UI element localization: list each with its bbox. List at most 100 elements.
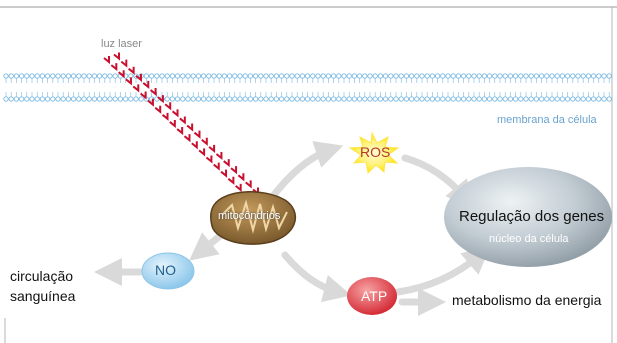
lipid-head — [575, 73, 581, 79]
laser-chevron — [208, 144, 216, 153]
lipid-head — [336, 96, 342, 102]
lipid-head — [148, 73, 155, 79]
laser-chevron — [230, 166, 238, 175]
no-node — [141, 252, 195, 290]
lipid-head — [237, 73, 243, 79]
lipid-head — [544, 73, 550, 79]
lipid-head — [544, 96, 550, 102]
lipid-head — [122, 96, 129, 102]
lipid-head — [34, 96, 40, 102]
lipid-head — [8, 73, 14, 79]
lipid-head — [398, 73, 404, 79]
lipid-head — [481, 73, 488, 79]
lipid-head — [419, 96, 425, 102]
lipid-head — [273, 96, 280, 102]
lipid-head — [564, 73, 571, 79]
laser-chevron — [171, 109, 179, 118]
lipid-head — [523, 73, 529, 79]
lipid-head — [180, 73, 186, 79]
lipid-head — [424, 73, 430, 79]
lipid-head — [440, 73, 446, 79]
ros-label: ROS — [360, 144, 391, 160]
lipid-head — [185, 73, 191, 79]
lipid-head — [445, 96, 451, 102]
lipid-head — [221, 73, 228, 79]
laser-chevron — [186, 123, 194, 132]
lipid-head — [112, 96, 118, 102]
lipid-head — [138, 96, 144, 102]
lipid-head — [372, 73, 378, 79]
laser-chevron — [139, 91, 147, 100]
lipid-head — [528, 96, 534, 102]
lipid-head — [330, 96, 337, 102]
lipid-head — [518, 73, 524, 79]
lipid-head — [408, 96, 415, 102]
lipid-head — [554, 96, 560, 102]
lipid-head — [424, 96, 430, 102]
lipid-head — [237, 96, 243, 102]
laser-chevron — [154, 105, 162, 114]
lipid-head — [549, 73, 555, 79]
lipid-head — [367, 96, 373, 102]
atp-label: ATP — [361, 288, 388, 304]
lipid-head — [315, 96, 321, 102]
lipid-head — [39, 73, 46, 79]
lipid-head — [24, 96, 30, 102]
lipid-head — [44, 73, 51, 79]
lipid-head — [601, 73, 607, 79]
lipid-head — [502, 73, 508, 79]
lipid-head — [55, 96, 61, 102]
cell-membrane — [3, 73, 612, 102]
laser-chevron — [149, 88, 157, 97]
lipid-head — [18, 73, 25, 79]
lipid-head — [601, 96, 607, 102]
laser-chevron — [237, 173, 245, 182]
lipid-head — [200, 73, 207, 79]
nucleus-label: núcleo da célula — [489, 233, 569, 245]
lipid-head — [507, 73, 514, 79]
lipid-head — [65, 73, 72, 79]
lipid-head — [403, 96, 410, 102]
lipid-head — [242, 96, 248, 102]
lipid-head — [606, 96, 612, 102]
lipid-head — [284, 96, 290, 102]
lipid-head — [382, 96, 389, 102]
lipid-head — [289, 73, 295, 79]
lipid-head — [50, 73, 56, 79]
lipid-head — [450, 96, 456, 102]
lipid-head — [533, 73, 540, 79]
laser-chevron — [193, 130, 201, 139]
lipid-head — [486, 73, 493, 79]
lipid-head — [590, 73, 597, 79]
lipid-head — [65, 96, 72, 102]
lipid-head — [414, 96, 420, 102]
laser-chevron — [118, 70, 125, 79]
lipid-head — [362, 96, 368, 102]
lipid-head — [8, 96, 14, 102]
laser-chevron — [205, 155, 213, 164]
lipid-head — [294, 73, 300, 79]
lipid-head — [596, 96, 602, 102]
laser-chevron — [235, 183, 242, 192]
lipid-head — [102, 96, 108, 102]
lipid-head — [538, 96, 545, 102]
lipid-head — [226, 96, 233, 102]
lipid-head — [330, 73, 337, 79]
lipid-head — [13, 96, 20, 102]
lipid-head — [44, 96, 51, 102]
lipid-head — [226, 73, 233, 79]
lipid-head — [460, 73, 467, 79]
lipid-head — [315, 73, 321, 79]
lipid-head — [24, 73, 30, 79]
lipid-head — [585, 73, 592, 79]
lipid-head — [512, 96, 519, 102]
laser-chevron — [183, 134, 191, 143]
lipid-head — [559, 73, 566, 79]
laser-chevron — [125, 77, 132, 86]
laser-chevron — [245, 180, 252, 189]
lipid-head — [388, 73, 394, 79]
lipid-head — [403, 73, 410, 79]
lipid-head — [398, 96, 404, 102]
